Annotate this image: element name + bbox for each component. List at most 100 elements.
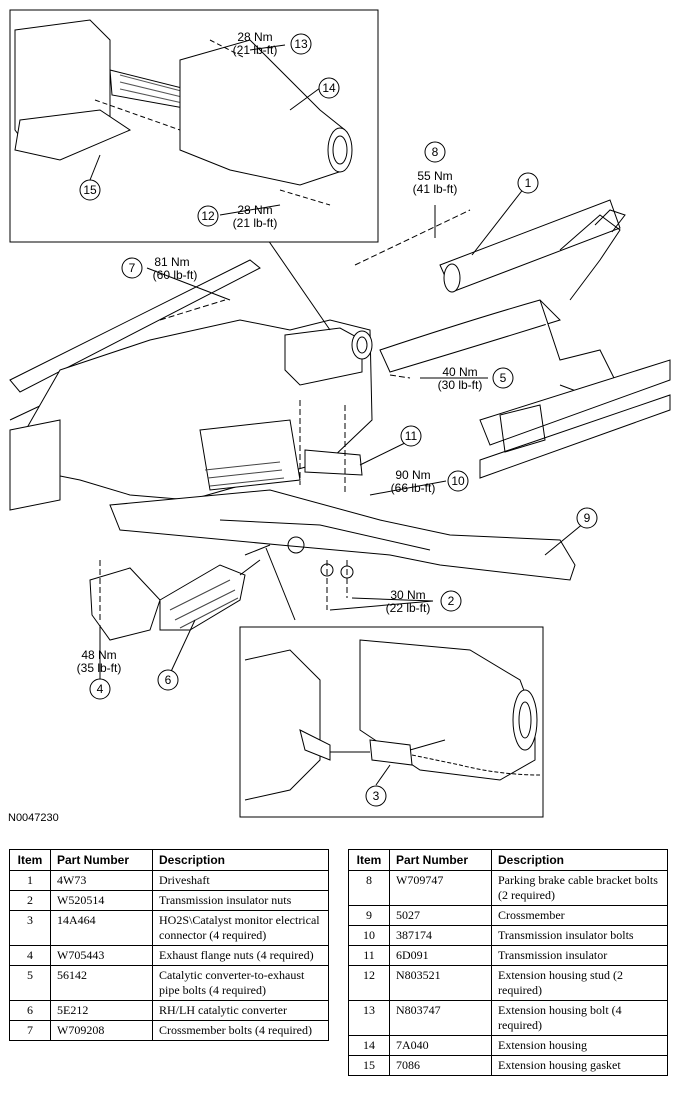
callout-1: 1 [525,176,532,190]
callout-5: 5 [500,371,507,385]
cell-description: HO2S\Catalyst monitor electrical connect… [152,910,329,946]
cell-part-number: W520514 [50,890,153,911]
cell-description: Parking brake cable bracket bolts (2 req… [491,870,668,906]
cell-part-number: W709747 [389,870,492,906]
torque-12-nm: 28 Nm [237,203,272,217]
cell-item: 6 [9,1000,51,1021]
cell-description: Extension housing [491,1035,668,1056]
table-header-row: Item Part Number Description [9,849,329,871]
cell-description: Extension housing stud (2 required) [491,965,668,1001]
table-row: 6 5E212 RH/LH catalytic converter [9,1000,329,1021]
bottom-detail-inset [239,626,544,818]
cell-description: Transmission insulator bolts [491,925,668,946]
cell-item: 11 [348,945,390,966]
callout-10: 10 [451,474,465,488]
header-item: Item [348,849,390,871]
cell-item: 7 [9,1020,51,1041]
callout-4: 4 [97,682,104,696]
figure-id: N0047230 [8,812,59,824]
callout-3: 3 [373,789,380,803]
table-row: 4 W705443 Exhaust flange nuts (4 require… [9,945,329,966]
cell-item: 13 [348,1000,390,1036]
table-row: 13 N803747 Extension housing bolt (4 req… [348,1000,668,1036]
torque-8-lbft: (41 lb-ft) [413,182,458,196]
cell-description: Crossmember [491,905,668,926]
cell-description: Extension housing gasket [491,1055,668,1076]
table-row: 8 W709747 Parking brake cable bracket bo… [348,870,668,906]
cell-part-number: N803747 [389,1000,492,1036]
cell-item: 15 [348,1055,390,1076]
callout-11: 11 [405,429,418,443]
torque-12-lbft: (21 lb-ft) [233,216,278,230]
torque-8-nm: 55 Nm [417,169,452,183]
table-row: 5 56142 Catalytic converter-to-exhaust p… [9,965,329,1001]
exploded-view-illustration: 1 8 55 Nm (41 lb-ft) 7 81 Nm (60 lb-ft) … [9,9,671,818]
table-row: 2 W520514 Transmission insulator nuts [9,890,329,911]
callout-7: 7 [129,261,136,275]
torque-2-lbft: (22 lb-ft) [386,601,431,615]
cell-item: 2 [9,890,51,911]
cell-part-number: 14A464 [50,910,153,946]
cell-item: 9 [348,905,390,926]
cell-part-number: 56142 [50,965,153,1001]
cell-item: 4 [9,945,51,966]
cell-item: 5 [9,965,51,1001]
cell-part-number: 7A040 [389,1035,492,1056]
torque-4-lbft: (35 lb-ft) [77,661,122,675]
cell-part-number: W709208 [50,1020,153,1041]
torque-5-nm: 40 Nm [442,365,477,379]
cell-description: RH/LH catalytic converter [152,1000,329,1021]
table-row: 10 387174 Transmission insulator bolts [348,925,668,946]
header-description: Description [491,849,668,871]
callout-12: 12 [201,209,215,223]
parts-table-right: Item Part Number Description 8 W709747 P… [348,849,668,1076]
cell-part-number: W705443 [50,945,153,966]
cell-part-number: N803521 [389,965,492,1001]
table-header-row: Item Part Number Description [348,849,668,871]
torque-7-nm: 81 Nm [154,255,189,269]
cell-description: Crossmember bolts (4 required) [152,1020,329,1041]
callout-15: 15 [83,183,97,197]
top-detail-inset [9,9,379,243]
table-row: 7 W709208 Crossmember bolts (4 required) [9,1020,329,1041]
cell-part-number: 4W73 [50,870,153,891]
callout-2: 2 [448,594,455,608]
cell-description: Exhaust flange nuts (4 required) [152,945,329,966]
cell-description: Extension housing bolt (4 required) [491,1000,668,1036]
cell-item: 12 [348,965,390,1001]
torque-13-nm: 28 Nm [237,30,272,44]
callout-14: 14 [322,81,336,95]
callout-9: 9 [584,511,591,525]
table-row: 12 N803521 Extension housing stud (2 req… [348,965,668,1001]
cell-item: 10 [348,925,390,946]
cell-description: Transmission insulator [491,945,668,966]
cell-item: 8 [348,870,390,906]
torque-2-nm: 30 Nm [390,588,425,602]
cell-description: Transmission insulator nuts [152,890,329,911]
cell-part-number: 387174 [389,925,492,946]
cell-description: Driveshaft [152,870,329,891]
cell-part-number: 7086 [389,1055,492,1076]
table-row: 3 14A464 HO2S\Catalyst monitor electrica… [9,910,329,946]
cell-part-number: 5E212 [50,1000,153,1021]
header-part-number: Part Number [50,849,153,871]
callout-13: 13 [294,37,308,51]
torque-10-lbft: (66 lb-ft) [391,481,436,495]
torque-13-lbft: (21 lb-ft) [233,43,278,57]
cell-item: 14 [348,1035,390,1056]
table-row: 14 7A040 Extension housing [348,1035,668,1056]
parts-table-left: Item Part Number Description 1 4W73 Driv… [9,849,329,1041]
cell-item: 1 [9,870,51,891]
torque-4-nm: 48 Nm [81,648,116,662]
table-row: 11 6D091 Transmission insulator [348,945,668,966]
header-description: Description [152,849,329,871]
cell-description: Catalytic converter-to-exhaust pipe bolt… [152,965,329,1001]
table-row: 1 4W73 Driveshaft [9,870,329,891]
cell-part-number: 5027 [389,905,492,926]
header-item: Item [9,849,51,871]
table-row: 15 7086 Extension housing gasket [348,1055,668,1076]
callout-6: 6 [165,673,172,687]
torque-7-lbft: (60 lb-ft) [153,268,198,282]
callout-8: 8 [432,145,439,159]
cell-item: 3 [9,910,51,946]
